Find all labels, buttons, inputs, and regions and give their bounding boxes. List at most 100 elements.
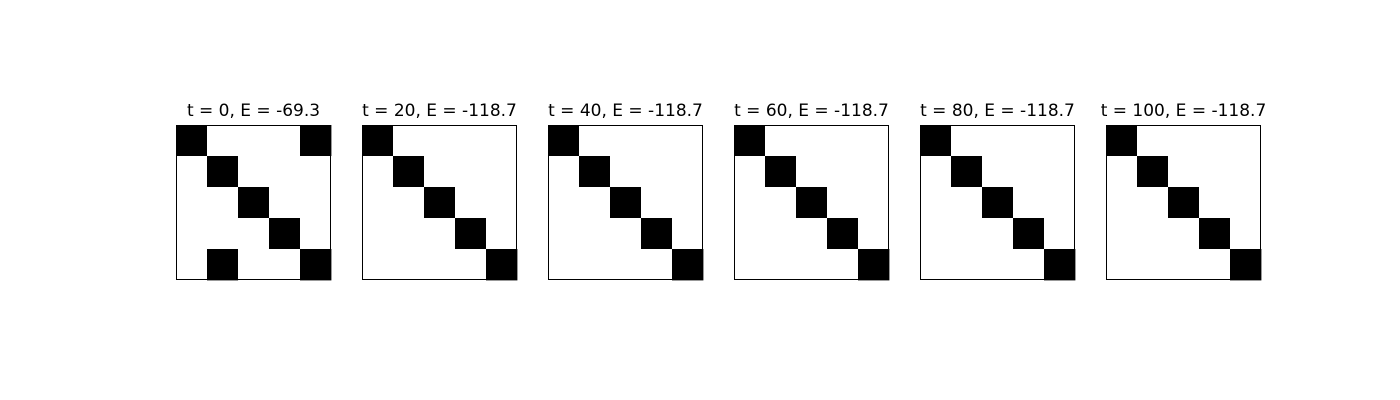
heatmap-cell — [300, 218, 332, 250]
heatmap-cell — [951, 187, 983, 219]
heatmap-cell — [424, 125, 456, 157]
heatmap-cell — [269, 249, 301, 281]
heatmap-cell — [858, 125, 890, 157]
panel-title: t = 20, E = -118.7 — [362, 101, 517, 121]
heatmap-cell — [734, 218, 766, 250]
heatmap-cell — [765, 187, 797, 219]
heatmap-cell — [765, 249, 797, 281]
heatmap-panel: t = 80, E = -118.7 — [920, 101, 1076, 281]
heatmap-cell — [1013, 156, 1045, 188]
panel-title: t = 60, E = -118.7 — [734, 101, 889, 121]
heatmap-cell — [765, 125, 797, 157]
heatmap-cell — [672, 249, 704, 281]
heatmap-cell — [362, 125, 394, 157]
heatmap-cell — [548, 187, 580, 219]
heatmap-cell — [641, 218, 673, 250]
panel-title: t = 80, E = -118.7 — [920, 101, 1075, 121]
heatmap-cell — [238, 218, 270, 250]
heatmap-cell — [796, 218, 828, 250]
heatmap-cell — [1106, 249, 1138, 281]
heatmap-cell — [610, 125, 642, 157]
heatmap-cell — [920, 187, 952, 219]
heatmap-cell — [951, 156, 983, 188]
heatmap-cell — [641, 125, 673, 157]
heatmap-cell — [1230, 125, 1262, 157]
heatmap-cell — [393, 156, 425, 188]
heatmap-cell — [672, 187, 704, 219]
heatmap-cell — [548, 125, 580, 157]
panel-frame — [176, 125, 331, 280]
heatmap-cell — [1137, 187, 1169, 219]
heatmap-cell — [796, 156, 828, 188]
heatmap-panel: t = 40, E = -118.7 — [548, 101, 704, 281]
heatmap-cell — [269, 218, 301, 250]
heatmap-cell — [1044, 156, 1076, 188]
heatmap-cell — [238, 156, 270, 188]
panel-frame — [548, 125, 703, 280]
heatmap-panel: t = 60, E = -118.7 — [734, 101, 890, 281]
heatmap-cell — [920, 156, 952, 188]
heatmap-cell — [486, 187, 518, 219]
heatmap-cell — [300, 249, 332, 281]
heatmap-cell — [734, 125, 766, 157]
heatmap-cell — [300, 125, 332, 157]
heatmap-cell — [269, 187, 301, 219]
heatmap-cell — [672, 156, 704, 188]
heatmap-cell — [393, 249, 425, 281]
panel-frame — [362, 125, 517, 280]
heatmap-cell — [424, 249, 456, 281]
heatmap-cell — [486, 156, 518, 188]
heatmap-cell — [455, 218, 487, 250]
heatmap-cell — [1168, 156, 1200, 188]
heatmap-cell — [176, 249, 208, 281]
heatmap-cell — [1230, 187, 1262, 219]
heatmap-cell — [1137, 125, 1169, 157]
heatmap-cell — [486, 249, 518, 281]
heatmap-cell — [424, 218, 456, 250]
heatmap-cell — [579, 249, 611, 281]
heatmap-cell — [176, 156, 208, 188]
heatmap-cell — [362, 249, 394, 281]
heatmap-cell — [982, 218, 1014, 250]
heatmap-cell — [1168, 249, 1200, 281]
heatmap-cell — [207, 125, 239, 157]
heatmap-cell — [486, 125, 518, 157]
panel-title: t = 40, E = -118.7 — [548, 101, 703, 121]
heatmap-cell — [858, 218, 890, 250]
heatmap-cell — [362, 187, 394, 219]
heatmap-cell — [1013, 249, 1045, 281]
heatmap-cell — [1199, 187, 1231, 219]
heatmap-cell — [269, 156, 301, 188]
heatmap-cell — [982, 249, 1014, 281]
heatmap-cell — [207, 187, 239, 219]
heatmap-cell — [765, 156, 797, 188]
heatmap-cell — [548, 218, 580, 250]
heatmap-panel: t = 0, E = -69.3 — [176, 101, 332, 281]
heatmap-cell — [610, 187, 642, 219]
heatmap-cell — [672, 218, 704, 250]
panel-frame — [1106, 125, 1261, 280]
heatmap-cell — [1230, 156, 1262, 188]
heatmap-cell — [858, 249, 890, 281]
heatmap-cell — [765, 218, 797, 250]
heatmap-cell — [207, 249, 239, 281]
panel-title: t = 0, E = -69.3 — [187, 101, 320, 121]
heatmap-cell — [393, 187, 425, 219]
heatmap-cell — [238, 249, 270, 281]
heatmap-cell — [827, 249, 859, 281]
heatmap-cell — [951, 125, 983, 157]
heatmap-cell — [827, 218, 859, 250]
heatmap-cell — [548, 249, 580, 281]
heatmap-cell — [920, 249, 952, 281]
heatmap-cell — [1137, 156, 1169, 188]
heatmap-cell — [579, 187, 611, 219]
heatmap-cell — [579, 156, 611, 188]
heatmap-cell — [238, 187, 270, 219]
heatmap-cell — [734, 156, 766, 188]
heatmap-cell — [982, 187, 1014, 219]
heatmap-cell — [455, 187, 487, 219]
heatmap-cell — [1106, 187, 1138, 219]
heatmap-cell — [1168, 218, 1200, 250]
heatmap-cell — [920, 218, 952, 250]
